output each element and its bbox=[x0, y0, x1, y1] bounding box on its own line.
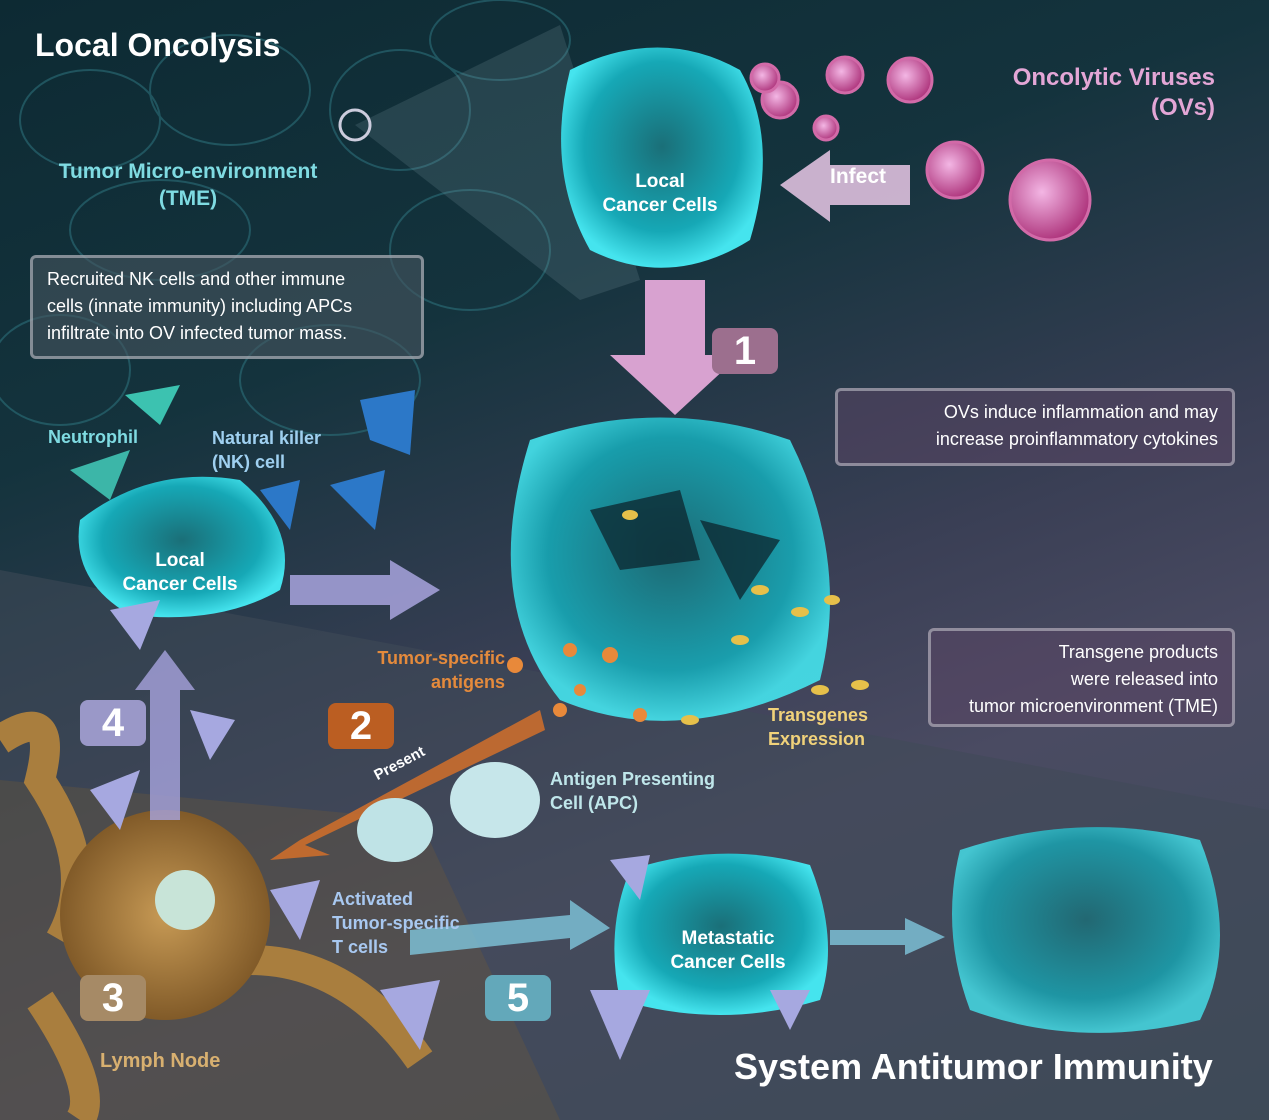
label-line: Natural killer bbox=[212, 428, 322, 448]
box-line: Recruited NK cells and other immune bbox=[47, 269, 346, 289]
infect-label: Infect bbox=[830, 165, 887, 188]
t-cells bbox=[90, 600, 810, 1060]
metastatic-cancer-cell bbox=[614, 853, 828, 1015]
local-cancer-cell-left bbox=[78, 476, 285, 618]
ov-label-line2: (OVs) bbox=[1150, 94, 1215, 121]
box-line: cells (innate immunity) including APCs bbox=[47, 296, 353, 316]
box-line: OVs induce inflammation and may bbox=[943, 402, 1218, 422]
ov-label: Oncolytic Viruses (OVs) bbox=[1013, 63, 1215, 123]
box-line: tumor microenvironment (TME) bbox=[968, 696, 1218, 716]
step-3-badge: 3 bbox=[80, 975, 146, 1021]
nk-cell-label: Natural killer (NK) cell bbox=[212, 426, 321, 474]
infect-arrow bbox=[780, 150, 910, 222]
local-cancer-top-label: Local Cancer Cells bbox=[590, 170, 730, 218]
label-line: Tumor-specific bbox=[377, 648, 505, 668]
step2-arrow bbox=[270, 710, 545, 860]
t-cells-label: Activated Tumor-specific T cells bbox=[332, 887, 460, 959]
apc-cell bbox=[450, 762, 540, 838]
antigens-label: Tumor-specific antigens bbox=[345, 646, 505, 694]
step-2-badge: 2 bbox=[328, 703, 394, 749]
apc-label: Antigen Presenting Cell (APC) bbox=[550, 767, 715, 815]
step1-arrow bbox=[610, 280, 740, 415]
destroyed-metastatic-cell bbox=[952, 827, 1220, 1033]
box-line: were released into bbox=[1070, 669, 1218, 689]
label-line: Activated bbox=[332, 889, 414, 909]
step5-arrow bbox=[410, 900, 610, 955]
transgene-products bbox=[622, 510, 869, 725]
label-line: Transgenes bbox=[768, 705, 869, 725]
box-line: infiltrate into OV infected tumor mass. bbox=[47, 323, 348, 343]
label-line: Cell (APC) bbox=[550, 793, 639, 813]
label-line: antigens bbox=[430, 672, 505, 692]
label-line: Cancer Cells bbox=[122, 574, 238, 595]
title-local-oncolysis: Local Oncolysis bbox=[35, 27, 281, 63]
label-line: (NK) cell bbox=[212, 452, 286, 472]
local-cancer-cell-top bbox=[561, 47, 763, 268]
tme-label-line1: Tumor Micro-environment bbox=[58, 160, 318, 183]
transgene-box: Transgene products were released into tu… bbox=[928, 628, 1235, 727]
inflammation-box: OVs induce inflammation and may increase… bbox=[835, 388, 1235, 466]
label-line: Cancer Cells bbox=[602, 195, 718, 216]
label-line: Expression bbox=[768, 729, 866, 749]
metastatic-label: Metastatic Cancer Cells bbox=[658, 927, 798, 975]
antigens bbox=[507, 643, 647, 722]
label-line: Antigen Presenting bbox=[550, 769, 716, 789]
apc-cell bbox=[357, 798, 433, 862]
neutrophil-label: Neutrophil bbox=[48, 427, 138, 447]
tme-label-line2: (TME) bbox=[158, 187, 218, 210]
transgenes-label: Transgenes Expression bbox=[768, 703, 868, 751]
step-1-badge: 1 bbox=[712, 328, 778, 374]
box-line: increase proinflammatory cytokines bbox=[935, 429, 1218, 449]
oncolytic-viruses bbox=[749, 55, 1092, 242]
lymph-node-label: Lymph Node bbox=[100, 1050, 221, 1072]
label-line: Local bbox=[155, 550, 205, 571]
label-line: Tumor-specific bbox=[332, 913, 460, 933]
label-line: Cancer Cells bbox=[670, 952, 786, 973]
ov-label-line1: Oncolytic Viruses bbox=[1012, 64, 1215, 91]
lysed-tumor-mass bbox=[510, 417, 830, 721]
label-line: Metastatic bbox=[681, 928, 775, 949]
box-line: Transgene products bbox=[1058, 642, 1218, 662]
nk-recruitment-box: Recruited NK cells and other immune cell… bbox=[30, 255, 424, 359]
tme-label: Tumor Micro-environment (TME) bbox=[38, 158, 338, 212]
label-line: T cells bbox=[332, 937, 389, 957]
step-5-badge: 5 bbox=[485, 975, 551, 1021]
nk-cells bbox=[260, 390, 415, 530]
title-system-antitumor-immunity: System Antitumor Immunity bbox=[734, 1046, 1213, 1087]
label-line: Local bbox=[635, 171, 685, 192]
local-cancer-left-label: Local Cancer Cells bbox=[110, 549, 250, 597]
step4-arrow bbox=[135, 650, 195, 820]
step-4-badge: 4 bbox=[80, 700, 146, 746]
